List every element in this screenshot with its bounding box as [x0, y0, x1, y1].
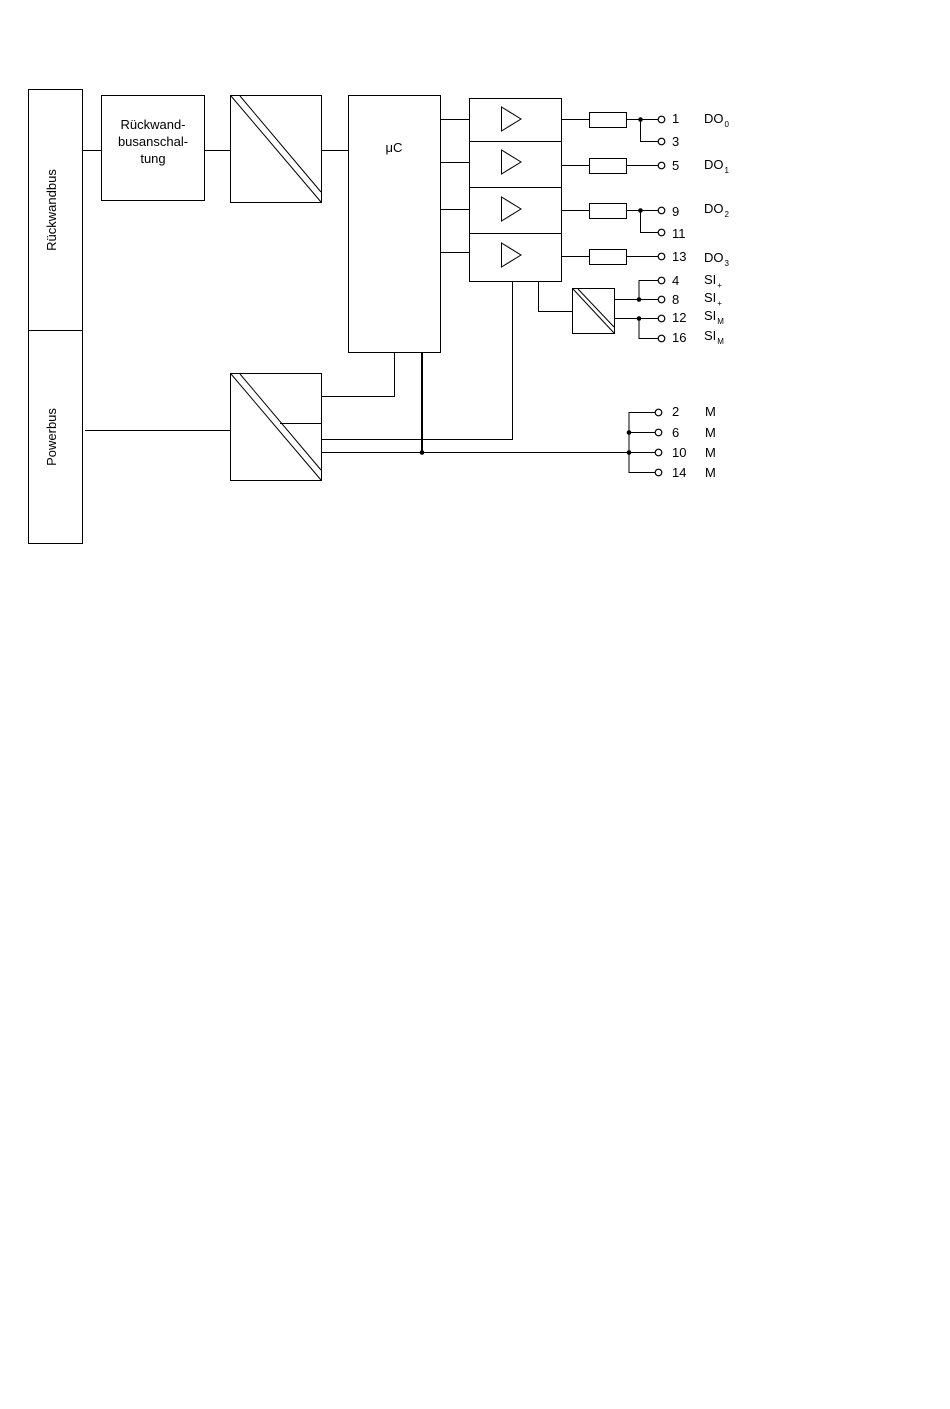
terminal-5 [658, 162, 665, 169]
terminal-12 [658, 315, 665, 322]
pin-label-10: 10 [672, 445, 686, 460]
terminal-8 [658, 296, 665, 303]
ground-terminals: 2 6 10 14 M M M M [627, 404, 716, 480]
isolator-top [231, 96, 349, 203]
pin-label-11: 11 [672, 226, 686, 241]
terminal-4 [658, 277, 665, 284]
signal-label-m-4: M [705, 465, 716, 480]
bus-interface-block: Rückwand- busanschal- tung [82, 96, 230, 201]
terminal-1 [658, 116, 665, 123]
driver-stack [470, 99, 562, 282]
microcontroller-block: μC [349, 96, 471, 353]
signal-label-si-plus-1: SI+ [704, 272, 722, 290]
pin-label-4: 4 [672, 273, 679, 288]
signal-label-do2: DO2 [704, 201, 730, 219]
isolator-power [85, 281, 629, 481]
power-bus-label: Powerbus [44, 408, 59, 466]
signal-label-m-2: M [705, 425, 716, 440]
signal-label-si-m-1: SIM [704, 308, 724, 326]
pin-label-1: 1 [672, 111, 679, 126]
pin-label-5: 5 [672, 158, 679, 173]
pin-label-8: 8 [672, 292, 679, 307]
signal-label-si-m-2: SIM [704, 328, 724, 346]
bus-interface-label-3: tung [140, 151, 165, 166]
pin-label-2: 2 [672, 404, 679, 419]
signal-label-si-plus-2: SI+ [704, 290, 722, 308]
pin-label-6: 6 [672, 425, 679, 440]
bus-column-frame [29, 90, 83, 544]
terminal-14 [655, 469, 662, 476]
pin-label-12: 12 [672, 310, 686, 325]
sensor-supply: 4 8 12 16 SI+ SI+ SIM SIM [539, 272, 725, 346]
terminal-6 [655, 429, 662, 436]
backplane-bus-label: Rückwandbus [44, 169, 59, 251]
signal-label-do0: DO0 [704, 111, 730, 129]
terminal-10 [655, 449, 662, 456]
pin-label-3: 3 [672, 134, 679, 149]
signal-label-m-1: M [705, 404, 716, 419]
pin-label-13: 13 [672, 249, 686, 264]
terminal-9 [658, 207, 665, 214]
bus-column: Rückwandbus Powerbus [28, 90, 83, 544]
signal-label-do1: DO1 [704, 157, 730, 175]
terminal-2 [655, 409, 662, 416]
microcontroller-label: μC [386, 140, 403, 155]
pin-label-14: 14 [672, 465, 686, 480]
terminal-3 [658, 138, 665, 145]
terminal-16 [658, 335, 665, 342]
terminal-11 [658, 229, 665, 236]
output-channels: 1 3 5 9 11 13 DO0 DO1 DO2 DO3 [561, 111, 730, 268]
bus-interface-label-1: Rückwand- [120, 117, 185, 132]
signal-label-m-3: M [705, 445, 716, 460]
terminal-13 [658, 253, 665, 260]
bus-interface-label-2: busanschal- [118, 134, 188, 149]
pin-label-16: 16 [672, 330, 686, 345]
signal-label-do3: DO3 [704, 250, 730, 268]
pin-label-9: 9 [672, 204, 679, 219]
